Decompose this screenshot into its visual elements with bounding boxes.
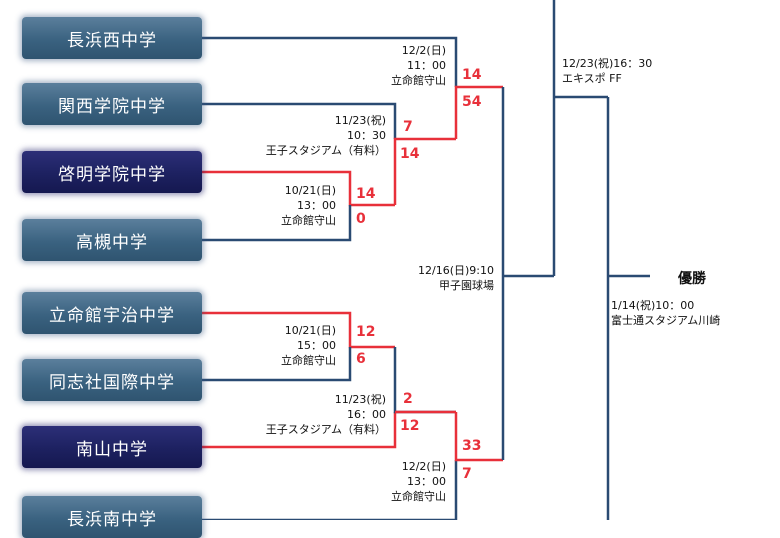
match-venue: 立命館守山 [391,490,446,503]
line-nagahama-nishi [202,36,458,87]
score-m4-top: 12 [356,324,376,340]
team-box-takatsuki: 高槻中学 [22,219,202,261]
match-venue: 立命館守山 [391,74,446,87]
match-date: 10/21(日) [284,184,336,197]
team-box-nagahama-minami: 長浜南中学 [22,496,202,538]
match-time: 16：00 [347,408,386,421]
score-m2-bottom: 14 [400,146,420,162]
team-box-nagahama-nishi: 長浜西中学 [22,17,202,59]
match-info-m3: 12/2(日) 11：00 立命館守山 [391,43,446,88]
champion-label: 優勝 [678,271,706,287]
match-venue: エキスポ FF [562,72,622,85]
score-m5-top: 2 [403,391,413,407]
match-info-final: 1/14(祝)10：00 富士通スタジアム川崎 [611,298,720,328]
match-venue: 甲子園球場 [439,279,494,292]
line-nanzan [202,412,397,449]
line-doshisha [202,347,352,382]
line-kansai [202,102,397,139]
team-box-kansai-gakuin: 関西学院中学 [22,83,202,125]
match-info-m6: 12/2(日) 13：00 立命館守山 [391,459,446,504]
match-venue: 王子スタジアム（有料） [265,144,386,157]
team-box-nanzan: 南山中学 [22,426,202,468]
match-venue: 富士通スタジアム川崎 [611,314,721,327]
match-time: 11：00 [407,59,446,72]
match-info-m4: 10/21(日) 15：00 立命館守山 [281,323,336,368]
match-datetime: 12/16(日)9:10 [418,264,494,277]
score-m5-bottom: 12 [400,418,420,434]
match-time: 13：00 [297,199,336,212]
line-ritsumeikan-uji [202,311,395,349]
team-box-doshisha-kokusai: 同志社国際中学 [22,359,202,401]
match-info-m8: 12/23(祝)16：30 エキスポ FF [562,56,652,86]
team-box-keimei-gakuin: 啓明学院中学 [22,151,202,193]
line-m6-winner [454,412,503,462]
match-date: 11/23(祝) [334,393,386,406]
score-m4-bottom: 6 [356,351,366,367]
match-info-m1: 10/21(日) 13：00 立命館守山 [281,183,336,228]
match-time: 13：00 [407,475,446,488]
match-info-m2: 11/23(祝) 10：30 王子スタジアム（有料） [266,113,386,158]
bracket-lines [202,0,650,520]
score-m2-top: 7 [403,119,413,135]
line-keimei [202,170,395,207]
match-venue: 立命館守山 [281,214,336,227]
match-time: 10：30 [347,129,386,142]
match-datetime: 1/14(祝)10：00 [611,299,695,312]
score-m1-bottom: 0 [356,211,366,227]
match-date: 12/2(日) [401,460,446,473]
match-info-m7: 12/16(日)9:10 甲子園球場 [418,263,494,293]
line-takatsuki [202,205,352,242]
match-date: 11/23(祝) [334,114,386,127]
team-box-ritsumeikan-uji: 立命館宇治中学 [22,292,202,334]
line-m2-winner [393,137,456,205]
score-m3-top: 14 [462,67,482,83]
match-venue: 立命館守山 [281,354,336,367]
score-m6-top: 33 [462,438,482,454]
match-datetime: 12/23(祝)16：30 [562,57,653,70]
match-info-m5: 11/23(祝) 16：00 王子スタジアム（有料） [266,392,386,437]
score-m6-bottom: 7 [462,466,472,482]
line-nagahama-minami [202,460,458,520]
match-time: 15：00 [297,339,336,352]
match-date: 10/21(日) [284,324,336,337]
line-m3-winner [454,85,503,139]
match-venue: 王子スタジアム（有料） [265,423,386,436]
score-m1-top: 14 [356,186,376,202]
score-m3-bottom: 54 [462,94,482,110]
match-date: 12/2(日) [401,44,446,57]
